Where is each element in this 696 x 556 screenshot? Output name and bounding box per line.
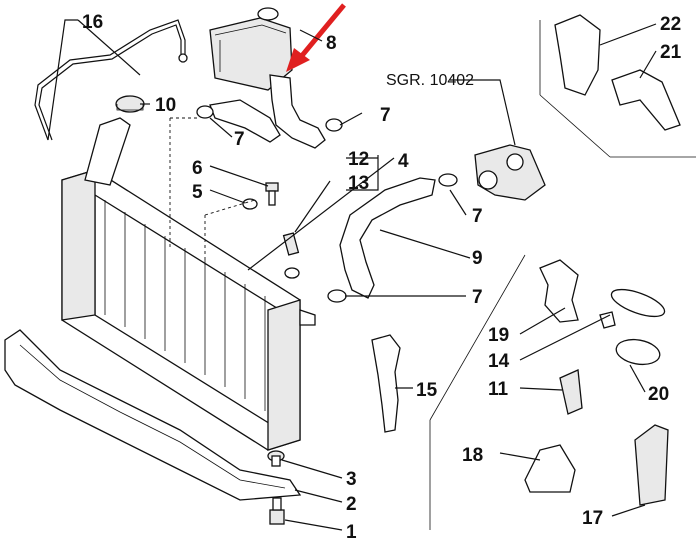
callout-6: 6: [192, 158, 203, 179]
callout-11: 11: [488, 379, 509, 400]
part-19-clip: [539, 259, 579, 323]
part-20-clip: [615, 338, 661, 366]
part-16-tube: [34, 19, 188, 141]
callout-2: 2: [346, 494, 357, 515]
part-15-bracket: [371, 334, 401, 433]
callout-22: 22: [660, 14, 681, 35]
callout-14: 14: [488, 351, 510, 372]
callout-16: 16: [82, 12, 103, 33]
callout-21: 21: [660, 42, 682, 63]
part-10-cap: [115, 95, 145, 113]
reference-label: SGR. 10402: [386, 72, 474, 89]
callout-8: 8: [326, 33, 337, 54]
part-22-clip: [554, 14, 601, 96]
section-divider: [539, 94, 611, 158]
callout-10: 10: [155, 95, 176, 116]
callout-1: 1: [346, 522, 357, 543]
part-2-crossmember: [4, 329, 302, 501]
callout-9: 9: [472, 248, 483, 269]
part-17-bracket: [634, 424, 669, 506]
thermostat-housing: [474, 144, 546, 201]
part-18-bracket: [524, 444, 576, 493]
reference-line: [204, 199, 256, 216]
part-3-grommet: [267, 450, 285, 467]
hose-clamp: [196, 105, 343, 132]
callout-5: 5: [192, 182, 203, 203]
callout-7: 7: [234, 129, 245, 150]
callout-7: 7: [472, 287, 483, 308]
callout-12: 12: [348, 149, 369, 170]
part-8-hose: [209, 74, 326, 149]
part-21-clip: [611, 69, 681, 131]
part-6-bolt: [265, 182, 279, 206]
callout-7: 7: [472, 206, 483, 227]
callout-15: 15: [416, 380, 438, 401]
callout-17: 17: [582, 508, 603, 529]
section-divider: [429, 254, 526, 421]
part-14-clip: [599, 288, 666, 329]
callout-7: 7: [380, 105, 391, 126]
callout-20: 20: [648, 384, 669, 405]
highlight-arrow: [286, 3, 346, 72]
callout-19: 19: [488, 325, 509, 346]
radiator: [61, 117, 316, 451]
callout-3: 3: [346, 469, 357, 490]
part-9-hose: [327, 173, 458, 303]
part-5-washer: [242, 198, 258, 210]
part-1-bolt: [269, 497, 285, 525]
callout-4: 4: [398, 151, 409, 172]
part-11-clip: [559, 369, 583, 415]
leader-lines: [47, 19, 657, 531]
callout-13: 13: [348, 173, 369, 194]
part-8-expansion-tank: [209, 7, 293, 91]
part-12-sensor: [282, 232, 300, 279]
callout-18: 18: [462, 445, 483, 466]
